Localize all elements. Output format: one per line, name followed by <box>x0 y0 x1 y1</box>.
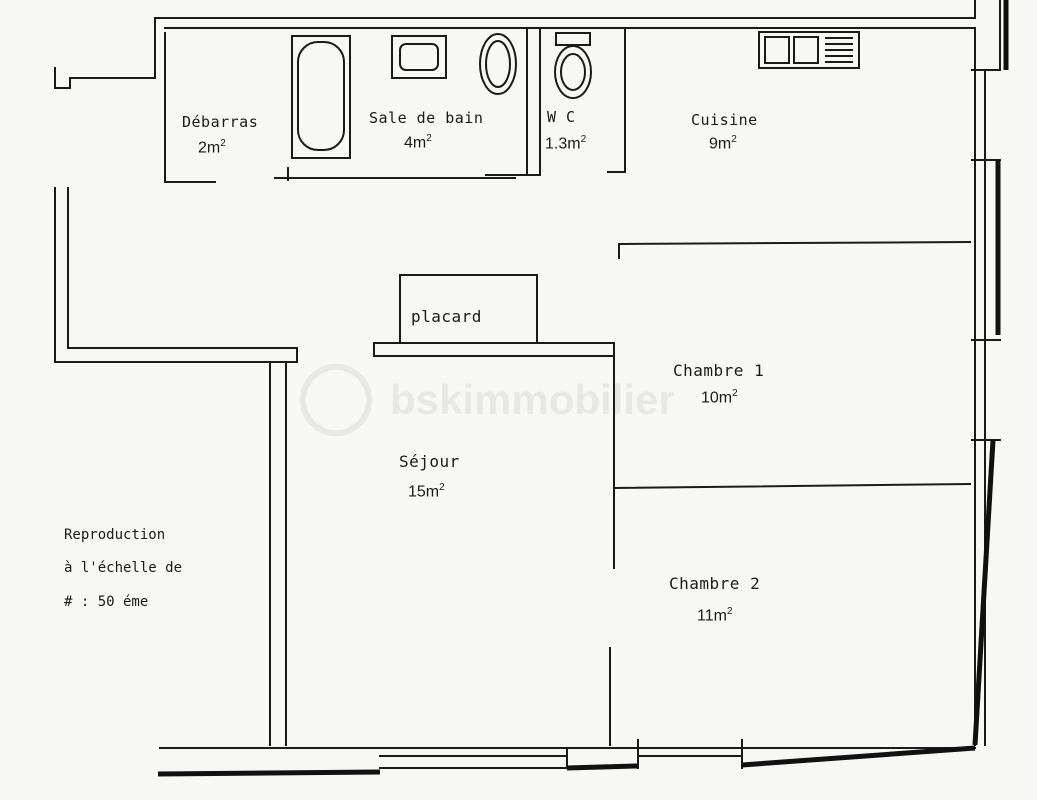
bathtub-fixture <box>291 35 351 159</box>
scale-note-line3: # : 50 éme <box>64 594 149 610</box>
outer-wall-bottom <box>159 739 976 769</box>
room-label-chambre1: Chambre 1 <box>673 361 765 380</box>
bidet-fixture <box>479 33 517 95</box>
interior-walls-top <box>164 27 626 183</box>
room-label-chambre2: Chambre 2 <box>669 574 761 593</box>
room-area-sejour: 15m2 <box>408 482 445 501</box>
room-area-salle-de-bain: 4m2 <box>404 133 432 152</box>
room-area-debarras: 2m2 <box>198 138 226 157</box>
room-area-chambre2: 11m2 <box>697 606 733 625</box>
scale-note-line2: à l'échelle de <box>64 560 183 576</box>
room-label-debarras: Débarras <box>182 113 259 131</box>
room-label-cuisine: Cuisine <box>691 111 758 129</box>
toilet-fixture <box>554 32 592 99</box>
sink-fixture <box>391 35 447 79</box>
room-label-wc: W C <box>547 108 576 126</box>
scale-note-line1: Reproduction <box>64 527 166 543</box>
house-logo-icon <box>300 364 372 436</box>
outer-wall-top <box>54 0 976 183</box>
interior-walls-middle <box>373 240 972 746</box>
outer-wall-left <box>54 187 298 746</box>
heavy-walls <box>157 0 1009 777</box>
room-area-chambre1: 10m2 <box>701 388 738 407</box>
watermark-text: bskimmobilier <box>390 376 675 423</box>
kitchen-sink-fixture <box>758 31 860 69</box>
room-label-salle-de-bain: Sale de bain <box>369 109 484 127</box>
room-area-cuisine: 9m2 <box>709 134 737 153</box>
outer-wall-right <box>971 0 1001 746</box>
watermark: bskimmobilier <box>300 355 760 445</box>
room-label-placard: placard <box>411 307 482 326</box>
room-label-sejour: Séjour <box>399 452 460 471</box>
room-area-wc: 1.3m2 <box>545 134 587 153</box>
